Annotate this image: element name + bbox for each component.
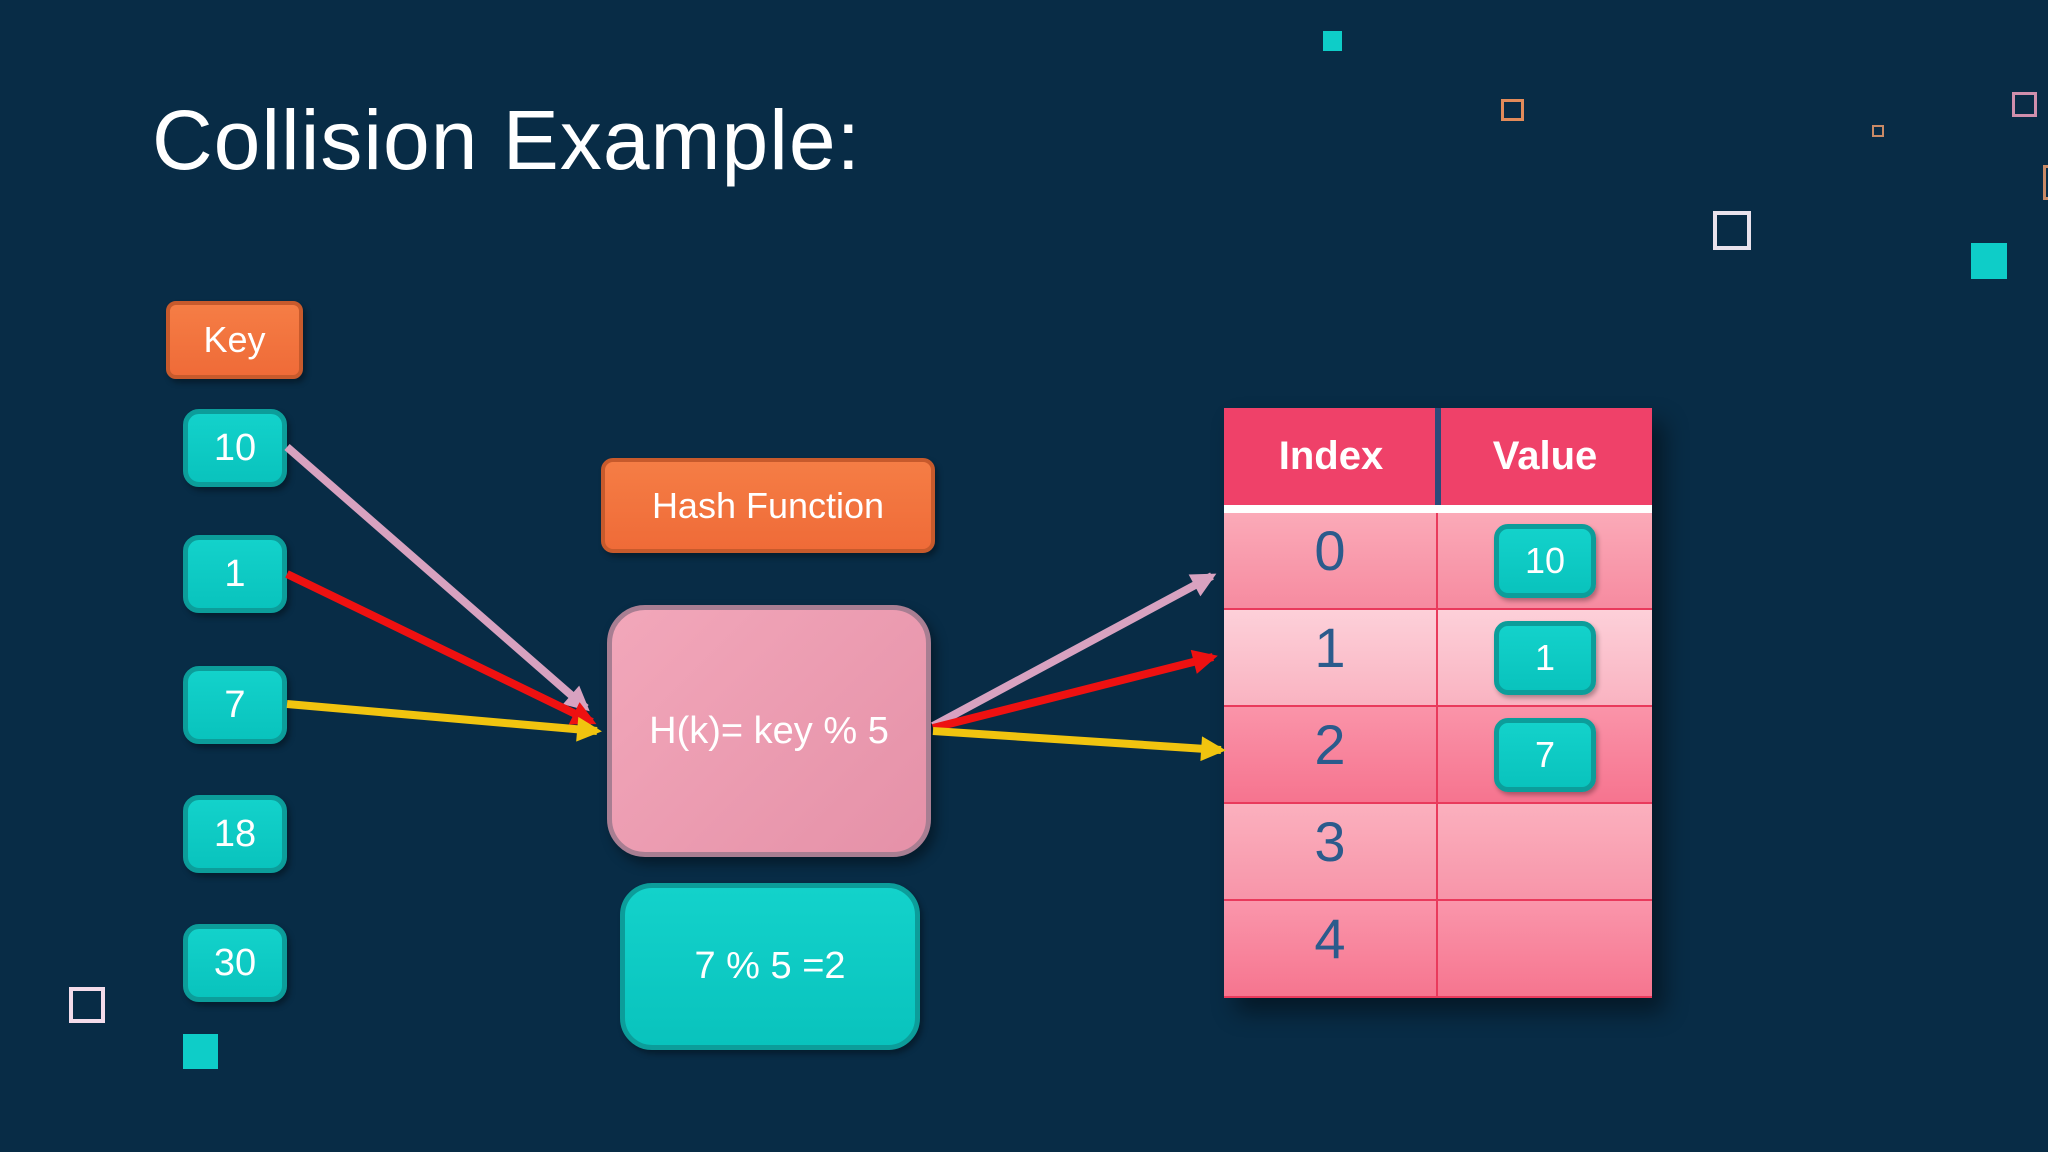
- hash-formula-box: H(k)= key % 5: [607, 605, 931, 857]
- value-cell: 7: [1438, 707, 1652, 802]
- hash-function-label: Hash Function: [601, 458, 935, 553]
- decor-square-orange-outline-icon: [1501, 99, 1524, 121]
- value-text: 10: [1524, 540, 1566, 581]
- key-box-10: 10: [183, 409, 287, 487]
- index-cell: 1: [1224, 610, 1438, 705]
- index-cell: 2: [1224, 707, 1438, 802]
- arrow-key10-to-hash: [284, 443, 590, 712]
- arrow-hash-to-index1: [932, 649, 1218, 732]
- key-column-header: Key: [166, 301, 303, 379]
- index-cell: 3: [1224, 804, 1438, 899]
- decor-square-white-outline-icon: [1713, 211, 1751, 250]
- value-text: 1: [1534, 637, 1556, 678]
- table-row-1: 1 1: [1224, 610, 1652, 707]
- value-cell: [1438, 901, 1652, 996]
- value-cell: 10: [1438, 513, 1652, 608]
- hash-computation-text: 7 % 5 =2: [694, 945, 846, 987]
- key-value: 7: [224, 683, 246, 726]
- hash-formula-text: H(k)= key % 5: [649, 709, 889, 752]
- arrow-key7-to-hash: [286, 700, 602, 742]
- value-box: 10: [1494, 524, 1596, 598]
- table-row-0: 0 10: [1224, 513, 1652, 610]
- decor-square-pink-outline-icon: [2012, 92, 2037, 117]
- index-cell: 4: [1224, 901, 1438, 996]
- decor-square-clipped-outline-icon: [2043, 165, 2048, 200]
- hash-function-label-text: Hash Function: [651, 484, 885, 526]
- table-header-row: Index Value: [1224, 408, 1652, 505]
- table-row-3: 3: [1224, 804, 1652, 901]
- page-title: Collision Example:: [152, 93, 861, 187]
- arrow-hash-to-index0: [931, 572, 1217, 730]
- key-value: 18: [213, 812, 257, 855]
- hash-computation-box: 7 % 5 =2: [620, 883, 920, 1050]
- arrow-hash-to-index2: [932, 727, 1226, 762]
- key-label-text: Key: [203, 319, 266, 360]
- value-cell: 1: [1438, 610, 1652, 705]
- value-cell: [1438, 804, 1652, 899]
- hash-table: Index Value 0 10 1 1 2: [1224, 408, 1652, 998]
- column-header-value: Value: [1492, 434, 1598, 478]
- key-value: 30: [213, 941, 257, 984]
- key-box-7: 7: [183, 666, 287, 744]
- arrow-key1-to-hash: [285, 570, 597, 726]
- key-box-1: 1: [183, 535, 287, 613]
- decor-square-teal-icon: [183, 1034, 218, 1069]
- decor-square-teal-icon: [1323, 31, 1342, 51]
- key-value: 1: [224, 552, 246, 595]
- value-box: 7: [1494, 718, 1596, 792]
- column-header-index: Index: [1278, 434, 1384, 478]
- decor-square-white-outline-icon: [69, 987, 105, 1023]
- index-cell: 0: [1224, 513, 1438, 608]
- key-box-18: 18: [183, 795, 287, 873]
- table-row-2: 2 7: [1224, 707, 1652, 804]
- decor-square-orange-outline-small-icon: [1872, 125, 1884, 137]
- value-text: 7: [1534, 734, 1556, 775]
- value-box: 1: [1494, 621, 1596, 695]
- table-row-4: 4: [1224, 901, 1652, 998]
- header-separator: [1224, 505, 1652, 513]
- key-value: 10: [213, 426, 257, 469]
- header-divider: [1435, 408, 1441, 505]
- key-box-30: 30: [183, 924, 287, 1002]
- decor-square-teal-icon: [1971, 243, 2007, 279]
